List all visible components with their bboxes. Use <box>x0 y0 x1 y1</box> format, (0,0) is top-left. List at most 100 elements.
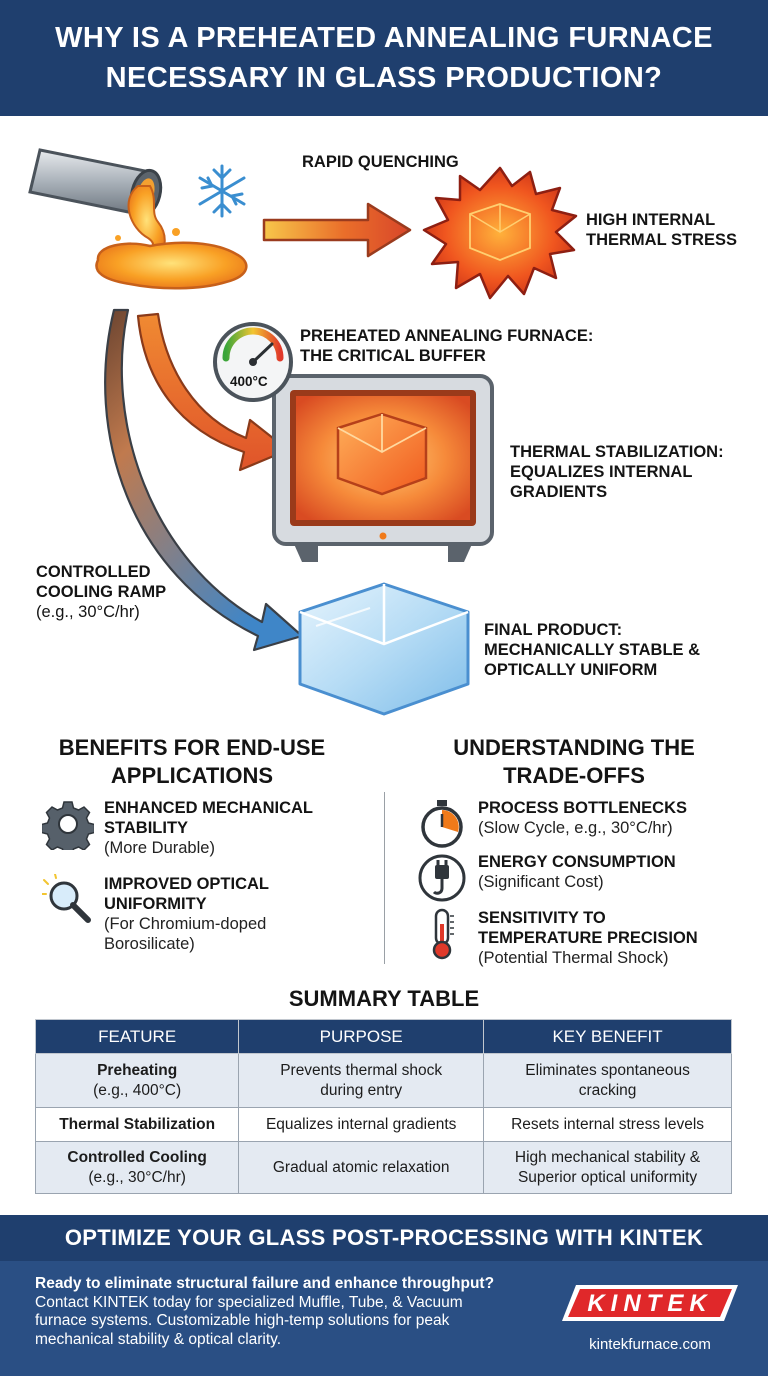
kintek-logo[interactable]: KINTEK <box>560 1283 740 1323</box>
feature-example: (e.g., 30°C/hr) <box>88 1168 186 1186</box>
stabilization-label-line: THERMAL STABILIZATION: <box>510 443 724 461</box>
furnace-label-line: THE CRITICAL BUFFER <box>300 347 486 365</box>
benefit-title-line: ENHANCED MECHANICAL <box>104 799 313 817</box>
process-illustration <box>28 148 578 716</box>
annealing-furnace <box>272 374 494 562</box>
tradeoff-item: ENERGY CONSUMPTION (Significant Cost) <box>416 852 676 904</box>
tradeoff-title-line: PROCESS BOTTLENECKS <box>478 799 688 817</box>
benefit-line: cracking <box>578 1081 637 1099</box>
tradeoffs-title-line: UNDERSTANDING THE <box>453 735 695 760</box>
table-row: Controlled Cooling (e.g., 30°C/hr) Gradu… <box>34 1141 732 1194</box>
benefit-cell: Resets internal stress levels <box>483 1107 732 1142</box>
final-product-label-line: MECHANICALLY STABLE & <box>484 641 701 659</box>
footer-body-line: Contact KINTEK today for specialized Muf… <box>35 1293 463 1311</box>
furnace-label: PREHEATED ANNEALING FURNACE: THE CRITICA… <box>300 326 593 366</box>
summary-header-cell: FEATURE <box>34 1019 240 1054</box>
benefits-section: BENEFITS FOR END-USE APPLICATIONS <box>30 734 354 790</box>
feature-cell: Controlled Cooling (e.g., 30°C/hr) <box>34 1141 240 1194</box>
benefit-title-line: IMPROVED OPTICAL <box>104 875 270 893</box>
tradeoff-item: PROCESS BOTTLENECKS (Slow Cycle, e.g., 3… <box>416 798 687 850</box>
footer-question: Ready to eliminate structural failure an… <box>35 1275 495 1292</box>
magnifier-icon <box>42 874 91 923</box>
benefit-cell: Eliminates spontaneous cracking <box>483 1053 732 1108</box>
table-row: Preheating (e.g., 400°C) Prevents therma… <box>34 1053 732 1108</box>
cooling-ramp-example: (e.g., 30°C/hr) <box>36 603 140 621</box>
purpose-cell: Equalizes internal gradients <box>238 1107 485 1142</box>
feature-cell: Thermal Stabilization <box>34 1107 240 1142</box>
furnace-entry-arrow <box>136 312 290 472</box>
page-header: WHY IS A PREHEATED ANNEALING FURNACE NEC… <box>0 0 768 116</box>
tradeoff-title-line: SENSITIVITY TO <box>478 909 606 927</box>
feature-example: (e.g., 400°C) <box>93 1081 182 1099</box>
benefit-desc-line: (More Durable) <box>104 839 215 857</box>
stress-label-line: THERMAL STRESS <box>586 231 737 249</box>
tradeoffs-title: UNDERSTANDING THE TRADE-OFFS <box>414 734 734 790</box>
quench-arrow <box>262 202 412 258</box>
kintek-logo-text: KINTEK <box>587 1290 712 1317</box>
purpose-cell: Prevents thermal shock during entry <box>238 1053 485 1108</box>
temperature-gauge <box>213 322 293 402</box>
purpose-line: Prevents thermal shock <box>280 1061 443 1079</box>
brand-block: KINTEK kintekfurnace.com <box>560 1283 740 1353</box>
purpose-line: Equalizes internal gradients <box>265 1115 457 1133</box>
summary-header-cell: PURPOSE <box>238 1019 485 1054</box>
benefit-item: ENHANCED MECHANICAL STABILITY (More Dura… <box>42 798 313 858</box>
benefits-title-line: BENEFITS FOR END-USE <box>58 735 326 760</box>
stressed-glass <box>422 166 578 300</box>
stopwatch-icon <box>421 800 463 848</box>
benefit-line: High mechanical stability & <box>514 1148 701 1166</box>
stabilization-label-line: GRADIENTS <box>510 483 608 501</box>
page-title-line-1: WHY IS A PREHEATED ANNEALING FURNACE <box>55 22 713 54</box>
tradeoff-desc-line: (Slow Cycle, e.g., 30°C/hr) <box>478 819 673 837</box>
benefit-desc-line: (For Chromium-doped <box>104 915 267 933</box>
page-title: WHY IS A PREHEATED ANNEALING FURNACE NEC… <box>55 18 713 98</box>
benefit-line: Superior optical uniformity <box>517 1168 698 1186</box>
tradeoff-item: SENSITIVITY TO TEMPERATURE PRECISION (Po… <box>416 908 698 968</box>
gauge-value: 400°C <box>230 374 268 389</box>
footer-cta: Ready to eliminate structural failure an… <box>35 1275 555 1349</box>
cooling-ramp-arrow <box>104 308 304 652</box>
benefit-title-line: UNIFORMITY <box>104 895 207 913</box>
final-glass-block <box>298 582 470 716</box>
purpose-line: during entry <box>320 1081 403 1099</box>
tradeoff-desc-line: (Significant Cost) <box>478 873 604 891</box>
final-product-label-line: FINAL PRODUCT: <box>484 621 623 639</box>
benefit-line: Resets internal stress levels <box>511 1115 705 1133</box>
tradeoffs-section: UNDERSTANDING THE TRADE-OFFS <box>414 734 734 790</box>
footer-body: Ready to eliminate structural failure an… <box>0 1261 768 1376</box>
cooling-ramp-label-line: CONTROLLED <box>36 563 151 581</box>
stress-label: HIGH INTERNAL THERMAL STRESS <box>586 210 737 250</box>
stabilization-label-line: EQUALIZES INTERNAL <box>510 463 693 481</box>
feature-name: Controlled Cooling <box>67 1148 207 1166</box>
feature-name: Preheating <box>97 1061 178 1079</box>
benefit-line: Eliminates spontaneous <box>525 1061 690 1079</box>
column-divider <box>384 792 385 964</box>
cooling-ramp-label-line: COOLING RAMP <box>36 583 167 601</box>
purpose-line: Gradual atomic relaxation <box>272 1158 450 1176</box>
power-plug-icon <box>418 854 466 902</box>
gear-icon <box>42 801 94 850</box>
snowflake-icon <box>198 164 246 218</box>
tradeoff-title-line: ENERGY CONSUMPTION <box>478 853 676 871</box>
footer-banner: OPTIMIZE YOUR GLASS POST-PROCESSING WITH… <box>0 1215 768 1261</box>
benefit-title-line: STABILITY <box>104 819 189 837</box>
final-product-label-line: OPTICALLY UNIFORM <box>484 661 658 679</box>
final-product-label: FINAL PRODUCT: MECHANICALLY STABLE & OPT… <box>484 620 700 680</box>
footer-body-line: mechanical stability & optical clarity. <box>35 1330 282 1348</box>
website-link[interactable]: kintekfurnace.com <box>589 1336 711 1353</box>
page-title-line-2: NECESSARY IN GLASS PRODUCTION? <box>105 62 663 94</box>
footer-title: OPTIMIZE YOUR GLASS POST-PROCESSING WITH… <box>64 1225 704 1250</box>
thermometer-icon <box>432 908 454 960</box>
summary-table: FEATURE PURPOSE KEY BENEFIT Preheating (… <box>34 1019 732 1194</box>
process-diagram: RAPID QUENCHING HIGH INTERNAL THERMAL ST… <box>0 116 768 726</box>
summary-title: SUMMARY TABLE <box>288 986 480 1011</box>
feature-cell: Preheating (e.g., 400°C) <box>34 1053 240 1108</box>
benefit-item: IMPROVED OPTICAL UNIFORMITY (For Chromiu… <box>42 874 269 954</box>
cooling-ramp-label: CONTROLLED COOLING RAMP (e.g., 30°C/hr) <box>36 562 166 622</box>
furnace-label-line: PREHEATED ANNEALING FURNACE: <box>300 327 594 345</box>
rapid-quenching-label: RAPID QUENCHING <box>302 153 459 171</box>
benefit-desc-line: Borosilicate) <box>104 935 195 953</box>
molten-glass <box>95 185 248 290</box>
tradeoff-title-line: TEMPERATURE PRECISION <box>478 929 698 947</box>
purpose-cell: Gradual atomic relaxation <box>238 1141 485 1194</box>
